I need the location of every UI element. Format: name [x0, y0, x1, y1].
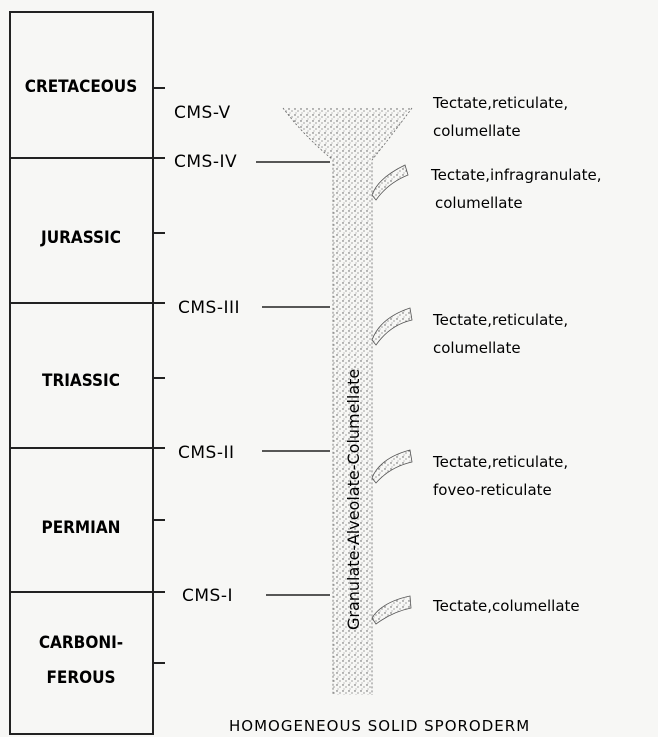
desc-i-line1: Tectate,columellate	[432, 597, 580, 615]
stage-label-i: CMS-I	[182, 586, 233, 606]
period-carboniferous-2: FEROUS	[46, 668, 115, 688]
desc-iv-line1: Tectate,infragranulate,	[430, 166, 602, 184]
tick-marks	[153, 88, 165, 663]
sporoderm-column: Granulate-Alveolate-Columellate	[283, 108, 412, 695]
stage-descriptions: Tectate,reticulate, columellate Tectate,…	[430, 94, 602, 615]
period-cretaceous: CRETACEOUS	[25, 77, 138, 97]
desc-ii-line1: Tectate,reticulate,	[432, 453, 568, 471]
stage-label-ii: CMS-II	[178, 443, 235, 463]
branch-cms-ii	[372, 450, 412, 483]
period-triassic: TRIASSIC	[42, 371, 120, 391]
branch-cms-i	[372, 596, 411, 624]
desc-ii-line2: foveo-reticulate	[433, 481, 552, 499]
period-jurassic: JURASSIC	[40, 228, 121, 248]
period-carboniferous-1: CARBONI-	[39, 633, 123, 653]
desc-iii-line1: Tectate,reticulate,	[432, 311, 568, 329]
period-permian: PERMIAN	[42, 518, 121, 538]
desc-iii-line2: columellate	[433, 339, 521, 357]
stage-labels: CMS-V CMS-IV CMS-III CMS-II CMS-I	[174, 103, 330, 606]
stage-label-iv: CMS-IV	[174, 152, 237, 172]
branch-cms-iv	[372, 165, 408, 200]
column-label: Granulate-Alveolate-Columellate	[344, 369, 363, 630]
period-column: CRETACEOUS JURASSIC TRIASSIC PERMIAN CAR…	[10, 12, 153, 734]
stage-label-iii: CMS-III	[178, 298, 240, 318]
desc-iv-line2: columellate	[435, 194, 523, 212]
desc-v-line2: columellate	[433, 122, 521, 140]
base-label: HOMOGENEOUS SOLID SPORODERM	[229, 717, 530, 735]
desc-v-line1: Tectate,reticulate,	[432, 94, 568, 112]
stage-label-v: CMS-V	[174, 103, 231, 123]
branch-cms-iii	[372, 308, 412, 345]
